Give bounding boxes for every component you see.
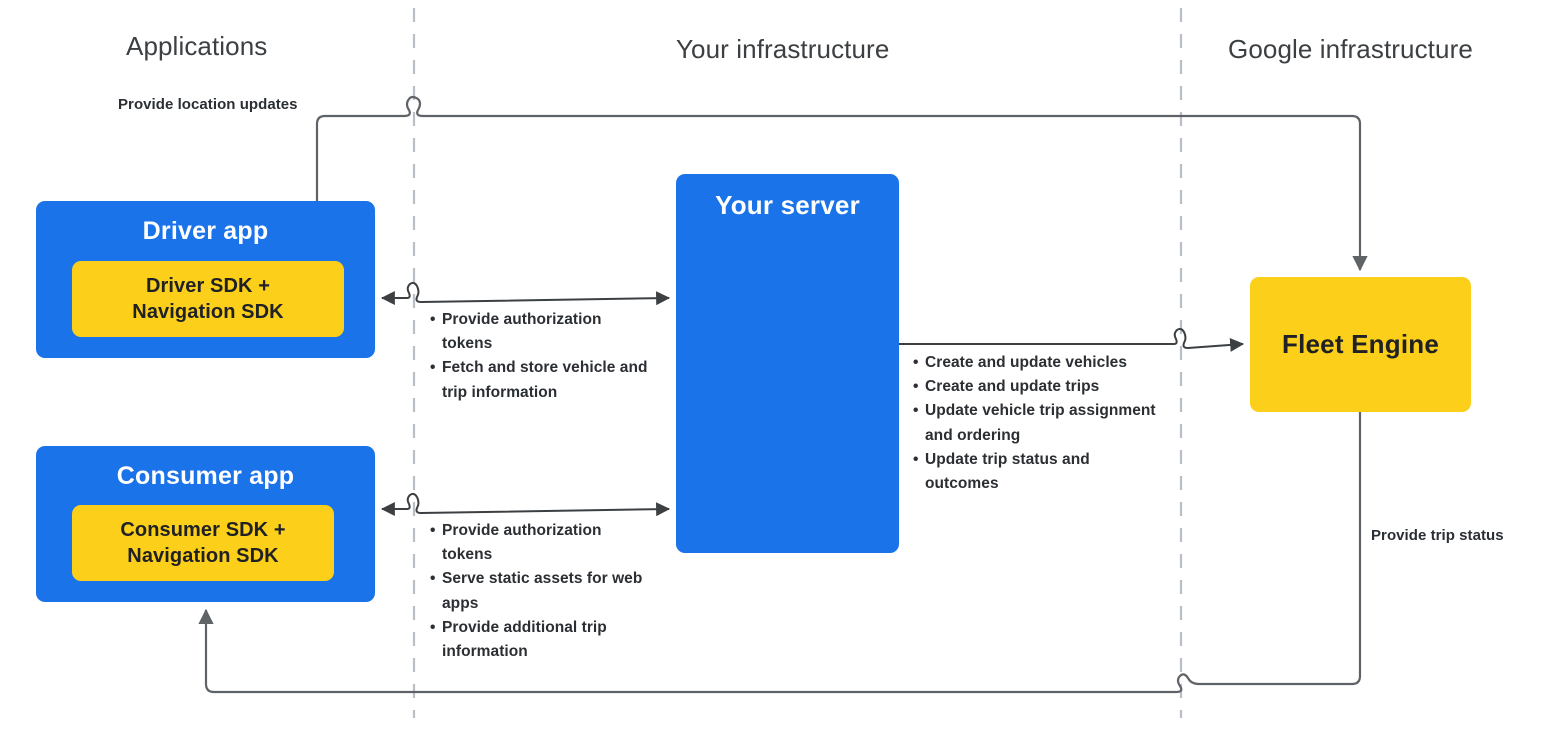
node-driver-sdk-line2: Navigation SDK [132, 301, 284, 323]
node-driver-sdk-line1: Driver SDK + [145, 274, 271, 297]
edge-label-provide-location-updates: Provide location updates [118, 96, 298, 113]
annotation-list-driver-server: Provide authorization tokensFetch and st… [430, 308, 656, 405]
node-consumer-sdk-line1: Consumer SDK + [120, 518, 286, 541]
node-your-server-title: Your server [715, 190, 860, 220]
annotation-list-item: Fetch and store vehicle and trip informa… [430, 356, 656, 404]
node-consumer-sdk-line2: Navigation SDK [127, 545, 279, 567]
node-driver-sdk[interactable]: Driver SDK + Navigation SDK [72, 261, 344, 337]
edge-driver-server [380, 281, 671, 306]
column-heading-your-infrastructure: Your infrastructure [676, 34, 890, 64]
node-consumer-app[interactable]: Consumer app Consumer SDK + Navigation S… [36, 446, 375, 602]
node-your-server[interactable]: Your server [676, 174, 899, 553]
node-fleet-engine-title: Fleet Engine [1282, 329, 1439, 359]
annotation-list-item: Create and update trips [913, 375, 1163, 399]
annotation-list-item: Serve static assets for web apps [430, 567, 656, 615]
annotation-list-item: Update trip status and outcomes [913, 448, 1163, 496]
annotation-list-item: Provide authorization tokens [430, 308, 656, 356]
node-driver-sdk-label: Driver SDK + Navigation SDK [132, 273, 283, 326]
annotation-list-item: Provide additional trip information [430, 616, 656, 664]
annotation-list-item: Update vehicle trip assignment and order… [913, 399, 1163, 447]
annotation-list-item: Create and update vehicles [913, 351, 1163, 375]
node-driver-app[interactable]: Driver app Driver SDK + Navigation SDK [36, 201, 375, 358]
column-heading-google-infrastructure: Google infrastructure [1228, 34, 1473, 64]
annotation-list-item: Provide authorization tokens [430, 519, 656, 567]
edge-label-provide-trip-status: Provide trip status [1371, 527, 1504, 544]
node-driver-app-title: Driver app [142, 217, 269, 245]
node-consumer-sdk-label: Consumer SDK + Navigation SDK [120, 517, 285, 570]
node-fleet-engine[interactable]: Fleet Engine [1250, 277, 1471, 412]
annotation-list-consumer-server: Provide authorization tokensServe static… [430, 519, 656, 664]
node-consumer-sdk[interactable]: Consumer SDK + Navigation SDK [72, 505, 334, 581]
column-heading-applications: Applications [126, 31, 268, 61]
node-consumer-app-title: Consumer app [116, 462, 295, 490]
edge-server-fleet-engine [899, 327, 1245, 352]
annotation-list-server-fleet-engine: Create and update vehiclesCreate and upd… [913, 351, 1163, 496]
edge-consumer-server [380, 492, 671, 517]
